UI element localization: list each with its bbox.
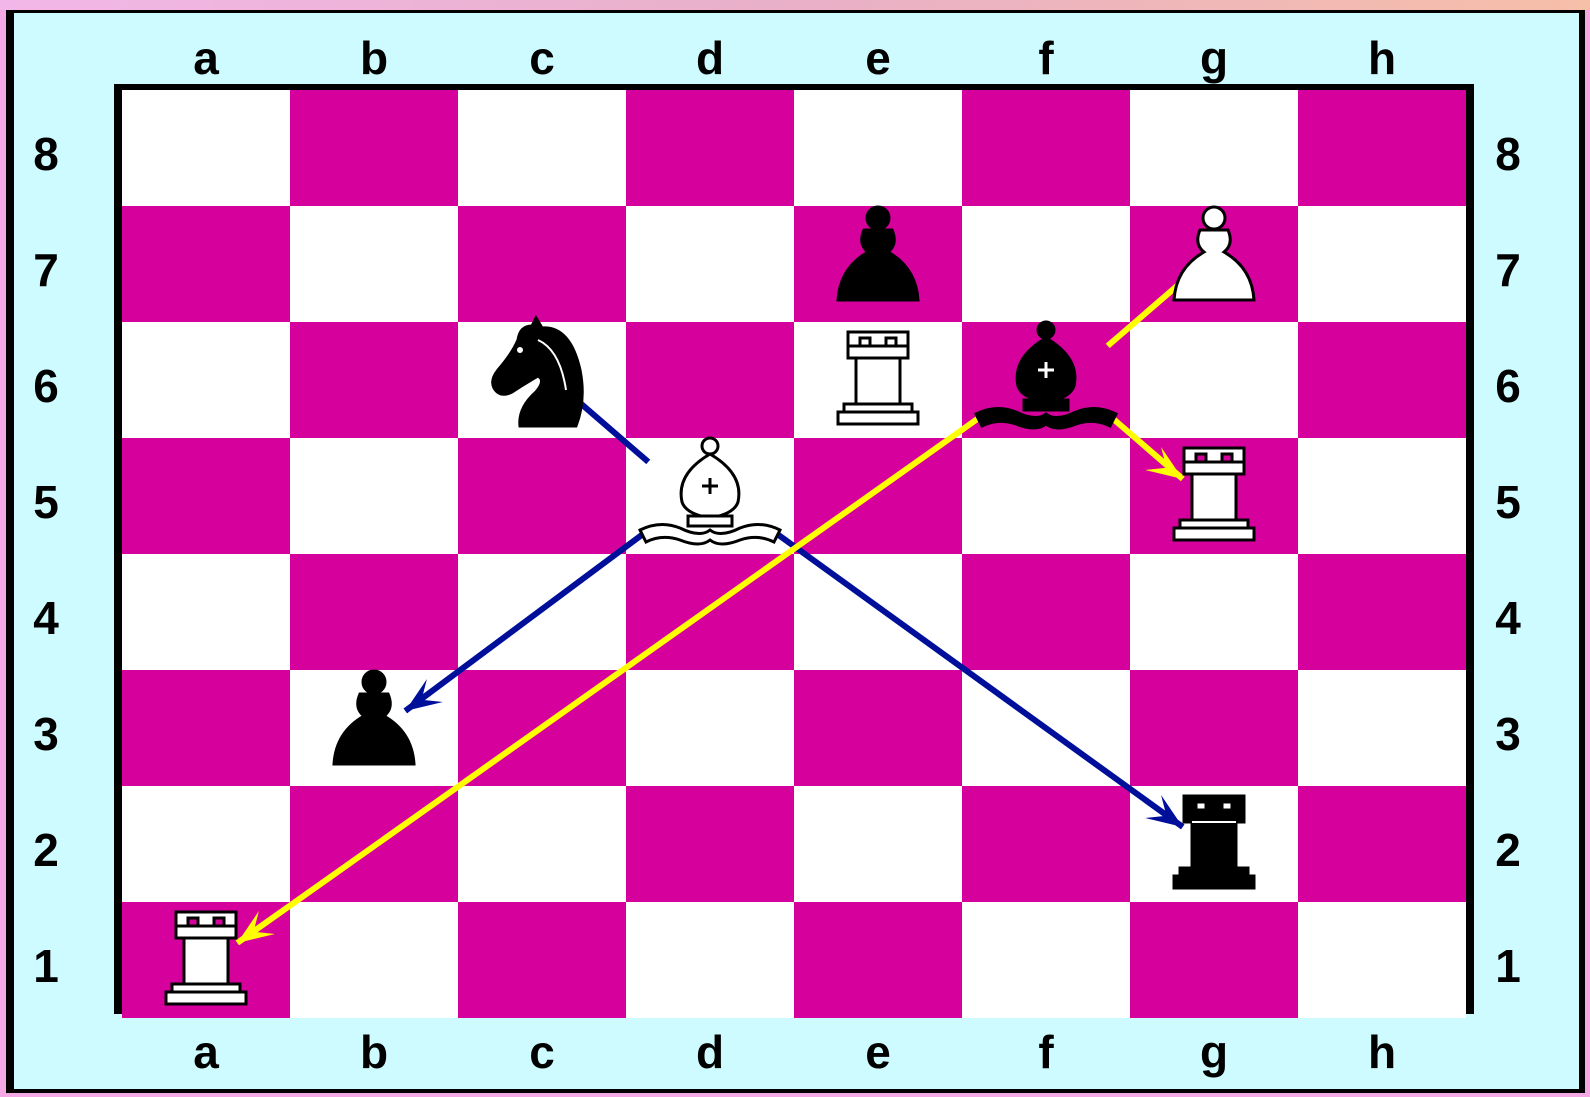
rank-label-left-6: 6 [16,363,76,409]
rank-label-right-1: 1 [1478,943,1538,989]
square-b6[interactable] [290,322,458,438]
square-c1[interactable] [458,902,626,1018]
square-e8[interactable] [794,90,962,206]
square-f5[interactable] [962,438,1130,554]
square-b4[interactable] [290,554,458,670]
square-h3[interactable] [1298,670,1466,786]
square-e3[interactable] [794,670,962,786]
file-label-top-d: d [680,35,740,81]
square-c6[interactable] [458,322,626,438]
square-d6[interactable] [626,322,794,438]
square-e1[interactable] [794,902,962,1018]
square-c2[interactable] [458,786,626,902]
file-label-top-a: a [176,35,236,81]
square-c8[interactable] [458,90,626,206]
square-h8[interactable] [1298,90,1466,206]
square-h7[interactable] [1298,206,1466,322]
rank-label-right-4: 4 [1478,595,1538,641]
rank-label-right-3: 3 [1478,711,1538,757]
square-b5[interactable] [290,438,458,554]
square-d5[interactable] [626,438,794,554]
square-b3[interactable] [290,670,458,786]
square-d3[interactable] [626,670,794,786]
rank-label-left-4: 4 [16,595,76,641]
rank-label-left-2: 2 [16,827,76,873]
square-f1[interactable] [962,902,1130,1018]
square-c3[interactable] [458,670,626,786]
file-label-bottom-b: b [344,1029,404,1075]
square-e2[interactable] [794,786,962,902]
rank-label-left-7: 7 [16,247,76,293]
square-h1[interactable] [1298,902,1466,1018]
rank-label-right-8: 8 [1478,131,1538,177]
file-label-top-c: c [512,35,572,81]
chess-board[interactable] [114,84,1474,1014]
square-g8[interactable] [1130,90,1298,206]
rank-label-left-3: 3 [16,711,76,757]
rank-label-right-6: 6 [1478,363,1538,409]
square-f3[interactable] [962,670,1130,786]
square-d8[interactable] [626,90,794,206]
square-g5[interactable] [1130,438,1298,554]
square-a8[interactable] [122,90,290,206]
file-label-top-e: e [848,35,908,81]
square-g3[interactable] [1130,670,1298,786]
square-a1[interactable] [122,902,290,1018]
square-b7[interactable] [290,206,458,322]
rank-label-left-5: 5 [16,479,76,525]
square-e5[interactable] [794,438,962,554]
file-label-bottom-d: d [680,1029,740,1075]
file-label-bottom-e: e [848,1029,908,1075]
file-label-top-h: h [1352,35,1412,81]
square-d7[interactable] [626,206,794,322]
file-label-bottom-c: c [512,1029,572,1075]
rank-label-left-8: 8 [16,131,76,177]
square-b1[interactable] [290,902,458,1018]
square-e4[interactable] [794,554,962,670]
square-a3[interactable] [122,670,290,786]
square-f6[interactable] [962,322,1130,438]
file-label-top-g: g [1184,35,1244,81]
square-g7[interactable] [1130,206,1298,322]
square-a6[interactable] [122,322,290,438]
rank-label-right-7: 7 [1478,247,1538,293]
square-c7[interactable] [458,206,626,322]
square-d2[interactable] [626,786,794,902]
square-h5[interactable] [1298,438,1466,554]
square-g1[interactable] [1130,902,1298,1018]
square-g6[interactable] [1130,322,1298,438]
file-label-bottom-a: a [176,1029,236,1075]
square-a4[interactable] [122,554,290,670]
square-h6[interactable] [1298,322,1466,438]
rank-label-right-2: 2 [1478,827,1538,873]
square-f2[interactable] [962,786,1130,902]
square-e6[interactable] [794,322,962,438]
square-d1[interactable] [626,902,794,1018]
file-label-bottom-h: h [1352,1029,1412,1075]
square-b8[interactable] [290,90,458,206]
square-a5[interactable] [122,438,290,554]
rank-label-right-5: 5 [1478,479,1538,525]
square-h2[interactable] [1298,786,1466,902]
square-f7[interactable] [962,206,1130,322]
square-c5[interactable] [458,438,626,554]
square-f8[interactable] [962,90,1130,206]
top-strip [0,0,1590,10]
square-h4[interactable] [1298,554,1466,670]
square-e7[interactable] [794,206,962,322]
rank-label-left-1: 1 [16,943,76,989]
file-label-top-b: b [344,35,404,81]
square-a2[interactable] [122,786,290,902]
square-d4[interactable] [626,554,794,670]
square-b2[interactable] [290,786,458,902]
square-f4[interactable] [962,554,1130,670]
file-label-bottom-g: g [1184,1029,1244,1075]
file-label-bottom-f: f [1016,1029,1076,1075]
file-label-top-f: f [1016,35,1076,81]
square-g4[interactable] [1130,554,1298,670]
square-g2[interactable] [1130,786,1298,902]
square-c4[interactable] [458,554,626,670]
square-a7[interactable] [122,206,290,322]
